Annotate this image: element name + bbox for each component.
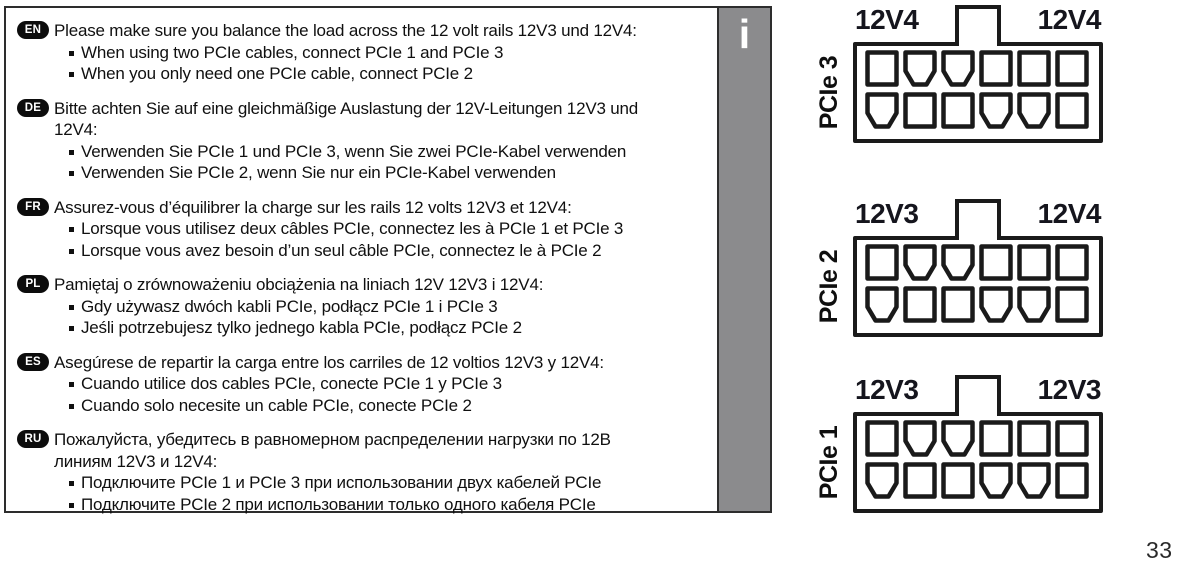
section-content: Assurez-vous d’équilibrer la charge sur … — [54, 197, 665, 262]
section-pl: PL Pamiętaj o zrównoważeniu obciążenia n… — [17, 274, 665, 339]
bullet-item: Cuando utilice dos cables PCIe, conecte … — [69, 373, 665, 395]
pin-chamfered — [1017, 462, 1051, 499]
section-content: Please make sure you balance the load ac… — [54, 20, 665, 85]
pin-square — [903, 92, 937, 129]
info-sidebar: i — [717, 8, 770, 511]
pin-chamfered — [979, 286, 1013, 323]
pin-square — [941, 92, 975, 129]
connector-latch-tab — [955, 199, 1001, 240]
bullet-item: Gdy używasz dwóch kabli PCIe, podłącz PC… — [69, 296, 665, 318]
section-content: Bitte achten Sie auf eine gleichmäßige A… — [54, 98, 665, 184]
bullet-item: Подключите PCIe 2 при использовании толь… — [69, 494, 665, 516]
pin-chamfered — [1017, 286, 1051, 323]
section-heading: Assurez-vous d’équilibrer la charge sur … — [54, 197, 572, 217]
pin-square — [979, 420, 1013, 457]
section-heading: Пожалуйста, убедитесь в равномерном расп… — [54, 430, 611, 471]
pin-square — [941, 286, 975, 323]
section-heading: Asegúrese de repartir la carga entre los… — [54, 352, 604, 372]
rail-label-left: 12V4 — [855, 4, 919, 35]
pin-chamfered — [903, 420, 937, 457]
bullet-item: Lorsque vous utilisez deux câbles PCIe, … — [69, 218, 665, 240]
language-sections: EN Please make sure you balance the load… — [17, 20, 665, 528]
section-es: ES Asegúrese de repartir la carga entre … — [17, 352, 665, 417]
info-box: EN Please make sure you balance the load… — [4, 6, 772, 514]
pin-square — [1055, 286, 1089, 323]
pin-chamfered — [941, 50, 975, 87]
connector-name-label: PCIe 2 — [815, 249, 844, 324]
section-content: Пожалуйста, убедитесь в равномерном расп… — [54, 429, 665, 515]
pin-square — [865, 420, 899, 457]
pin-chamfered — [979, 462, 1013, 499]
pin-square — [941, 462, 975, 499]
language-badge-es: ES — [17, 352, 49, 371]
language-badge-pl: PL — [17, 275, 49, 293]
bullet-item: Lorsque vous avez besoin d’un seul câble… — [69, 240, 665, 262]
pin-grid — [853, 42, 1103, 143]
pin-square — [903, 462, 937, 499]
page-number: 33 — [1146, 537, 1173, 563]
bullet-list: When using two PCIe cables, connect PCIe… — [54, 42, 665, 85]
section-content: Asegúrese de repartir la carga entre los… — [54, 352, 665, 417]
bullet-item: Cuando solo necesite un cable PCIe, cone… — [69, 395, 665, 417]
connector-latch-tab — [955, 5, 1001, 46]
bullet-item: Verwenden Sie PCIe 2, wenn Sie nur ein P… — [69, 162, 665, 184]
bullet-item: Jeśli potrzebujesz tylko jednego kabla P… — [69, 317, 665, 339]
pin-chamfered — [865, 92, 899, 129]
section-heading: Bitte achten Sie auf eine gleichmäßige A… — [54, 98, 639, 140]
rail-label-right: 12V3 — [1037, 374, 1102, 405]
info-icon: i — [738, 11, 751, 57]
pin-square — [1055, 92, 1089, 129]
bullet-item: Verwenden Sie PCIe 1 und PCIe 3, wenn Si… — [69, 141, 665, 163]
pin-chamfered — [903, 50, 937, 87]
pin-square — [1017, 420, 1051, 457]
language-badge-ru: RU — [17, 430, 49, 448]
pin-square — [903, 286, 937, 323]
pin-square — [1055, 50, 1089, 87]
rail-label-left: 12V3 — [855, 198, 919, 229]
pin-square — [979, 50, 1013, 87]
pin-square — [979, 244, 1013, 281]
section-content: Pamiętaj o zrównoważeniu obciążenia na l… — [54, 274, 665, 339]
language-badge-fr: FR — [17, 197, 49, 216]
section-ru: RU Пожалуйста, убедитесь в равномерном р… — [17, 429, 665, 515]
bullet-list: Lorsque vous utilisez deux câbles PCIe, … — [54, 218, 665, 261]
pin-square — [1055, 462, 1089, 499]
pin-chamfered — [865, 462, 899, 499]
pin-grid — [853, 412, 1103, 513]
connector-name-label: PCIe 3 — [815, 55, 844, 130]
rail-label-right: 12V4 — [1037, 198, 1102, 229]
pin-chamfered — [1017, 92, 1051, 129]
pin-chamfered — [903, 244, 937, 281]
bullet-item: When you only need one PCIe cable, conne… — [69, 63, 665, 85]
rail-label-right: 12V4 — [1037, 4, 1102, 35]
pin-chamfered — [941, 420, 975, 457]
pin-chamfered — [865, 286, 899, 323]
rail-label-left: 12V3 — [855, 374, 919, 405]
pin-chamfered — [979, 92, 1013, 129]
language-badge-de: DE — [17, 98, 49, 117]
section-fr: FR Assurez-vous d’équilibrer la charge s… — [17, 197, 665, 262]
language-badge-en: EN — [17, 21, 49, 39]
pin-square — [1017, 50, 1051, 87]
bullet-list: Gdy używasz dwóch kabli PCIe, podłącz PC… — [54, 296, 665, 339]
connector-diagrams: PCIe 3 12V4 12V4 PCIe 2 12V3 12V4 PCIe 1 — [800, 0, 1204, 573]
bullet-list: Подключите PCIe 1 и PCIe 3 при использов… — [54, 472, 665, 515]
bullet-list: Verwenden Sie PCIe 1 und PCIe 3, wenn Si… — [54, 141, 665, 184]
pin-square — [1055, 420, 1089, 457]
connector-latch-tab — [955, 375, 1001, 416]
section-heading: Please make sure you balance the load ac… — [54, 21, 637, 40]
pin-chamfered — [941, 244, 975, 281]
pin-square — [1017, 244, 1051, 281]
pin-grid — [853, 236, 1103, 337]
bullet-item: When using two PCIe cables, connect PCIe… — [69, 42, 665, 64]
pin-square — [865, 50, 899, 87]
pin-square — [865, 244, 899, 281]
section-en: EN Please make sure you balance the load… — [17, 20, 665, 85]
section-heading: Pamiętaj o zrównoważeniu obciążenia na l… — [54, 275, 544, 294]
section-de: DE Bitte achten Sie auf eine gleichmäßig… — [17, 98, 665, 184]
bullet-list: Cuando utilice dos cables PCIe, conecte … — [54, 373, 665, 416]
bullet-item: Подключите PCIe 1 и PCIe 3 при использов… — [69, 472, 665, 494]
pin-square — [1055, 244, 1089, 281]
connector-name-label: PCIe 1 — [815, 425, 844, 500]
